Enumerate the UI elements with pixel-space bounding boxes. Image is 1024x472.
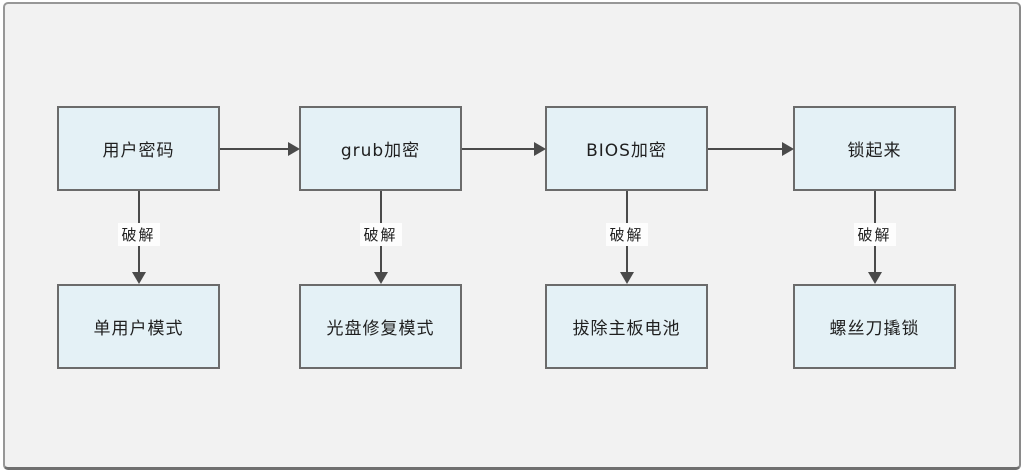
flow-node-lock-up: 锁起来 — [793, 106, 956, 191]
flow-node-screwdriver-pry-lock: 螺丝刀撬锁 — [793, 284, 956, 369]
flow-node-user-password: 用户密码 — [57, 106, 220, 191]
edge-label-crack: 破解 — [853, 223, 896, 246]
connector-horizontal — [220, 148, 288, 150]
arrowhead-down-icon — [373, 272, 388, 284]
arrowhead-down-icon — [131, 272, 146, 284]
flow-node-label: 螺丝刀撬锁 — [829, 319, 920, 339]
edge-label-crack: 破解 — [359, 223, 402, 246]
arrowhead-right-icon — [288, 142, 300, 156]
arrowhead-right-icon — [534, 142, 546, 156]
arrowhead-right-icon — [782, 142, 794, 156]
flow-column-grub-encryption: grub加密 破解 光盘修复模式 — [299, 4, 462, 467]
flow-node-grub-encryption: grub加密 — [299, 106, 462, 191]
flow-node-label: 光盘修复模式 — [326, 319, 435, 339]
flow-node-label: 单用户模式 — [93, 319, 184, 339]
diagram-canvas: 用户密码 破解 单用户模式 grub加密 破解 光盘修复模式 BIOS加密 — [3, 2, 1021, 470]
flow-node-label: 拔除主板电池 — [572, 319, 681, 339]
arrowhead-down-icon — [619, 272, 634, 284]
arrowhead-down-icon — [867, 272, 882, 284]
connector-horizontal — [708, 148, 782, 150]
flow-node-bios-encryption: BIOS加密 — [545, 106, 708, 191]
flow-node-label: 用户密码 — [102, 141, 175, 161]
edge-label-crack: 破解 — [117, 223, 160, 246]
flow-node-disc-repair-mode: 光盘修复模式 — [299, 284, 462, 369]
flow-node-label: 锁起来 — [847, 141, 902, 161]
edge-label-crack: 破解 — [605, 223, 648, 246]
flow-node-remove-motherboard-battery: 拔除主板电池 — [545, 284, 708, 369]
flow-column-bios-encryption: BIOS加密 破解 拔除主板电池 — [545, 4, 708, 467]
flow-node-label: grub加密 — [340, 141, 421, 161]
flow-column-lock-up: 锁起来 破解 螺丝刀撬锁 — [793, 4, 956, 467]
connector-horizontal — [462, 148, 534, 150]
flow-node-single-user-mode: 单用户模式 — [57, 284, 220, 369]
flow-column-user-password: 用户密码 破解 单用户模式 — [57, 4, 220, 467]
flow-node-label: BIOS加密 — [586, 141, 667, 161]
